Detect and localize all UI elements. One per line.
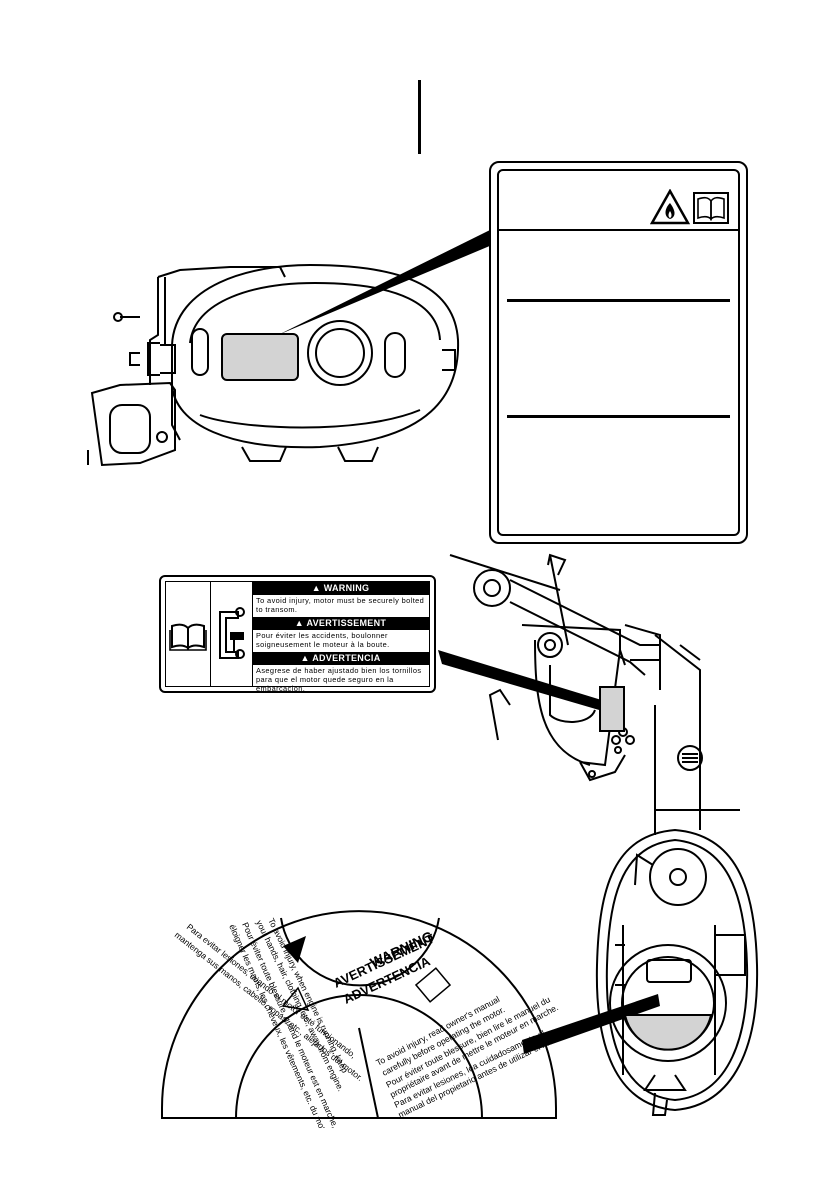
transom-warning-label: ▲ WARNING To avoid injury, motor must be… <box>159 575 436 693</box>
warning-text-es: Asegrese de haber ajustado bien los torn… <box>256 666 422 693</box>
label-outline <box>161 910 557 1119</box>
hazard-icon <box>283 936 306 963</box>
manual-icon-cell <box>166 582 211 686</box>
flywheel-warning-label: WARNING AVERTISSEMENT ADVERTENCIA To avo… <box>161 910 560 1128</box>
fuel-warning-label <box>489 161 748 544</box>
book-icon <box>169 623 207 651</box>
warning-text-fr: Pour éviter les accidents, boulonner soi… <box>256 631 390 649</box>
transom-clamp-icon <box>219 607 245 659</box>
engine-top-view-illustration <box>595 828 759 1116</box>
engine-cover-illustration <box>87 263 460 467</box>
advertencia-heading: ▲ ADVERTENCIA <box>252 652 429 665</box>
pointer-wedge <box>522 994 660 1054</box>
clamp-icon-cell <box>210 582 253 686</box>
avertissement-heading: ▲ AVERTISSEMENT <box>252 617 429 630</box>
header-rule <box>418 80 421 154</box>
clamp-bracket-illustration <box>449 553 740 835</box>
warning-text-en: To avoid injury, motor must be securely … <box>256 596 425 614</box>
entanglement-icon <box>281 986 310 1011</box>
warning-heading: ▲ WARNING <box>252 582 429 595</box>
pointer-wedge <box>438 650 608 712</box>
pointer-wedge <box>278 230 492 335</box>
fire-hazard-icon <box>650 189 729 225</box>
book-icon <box>414 967 452 1003</box>
